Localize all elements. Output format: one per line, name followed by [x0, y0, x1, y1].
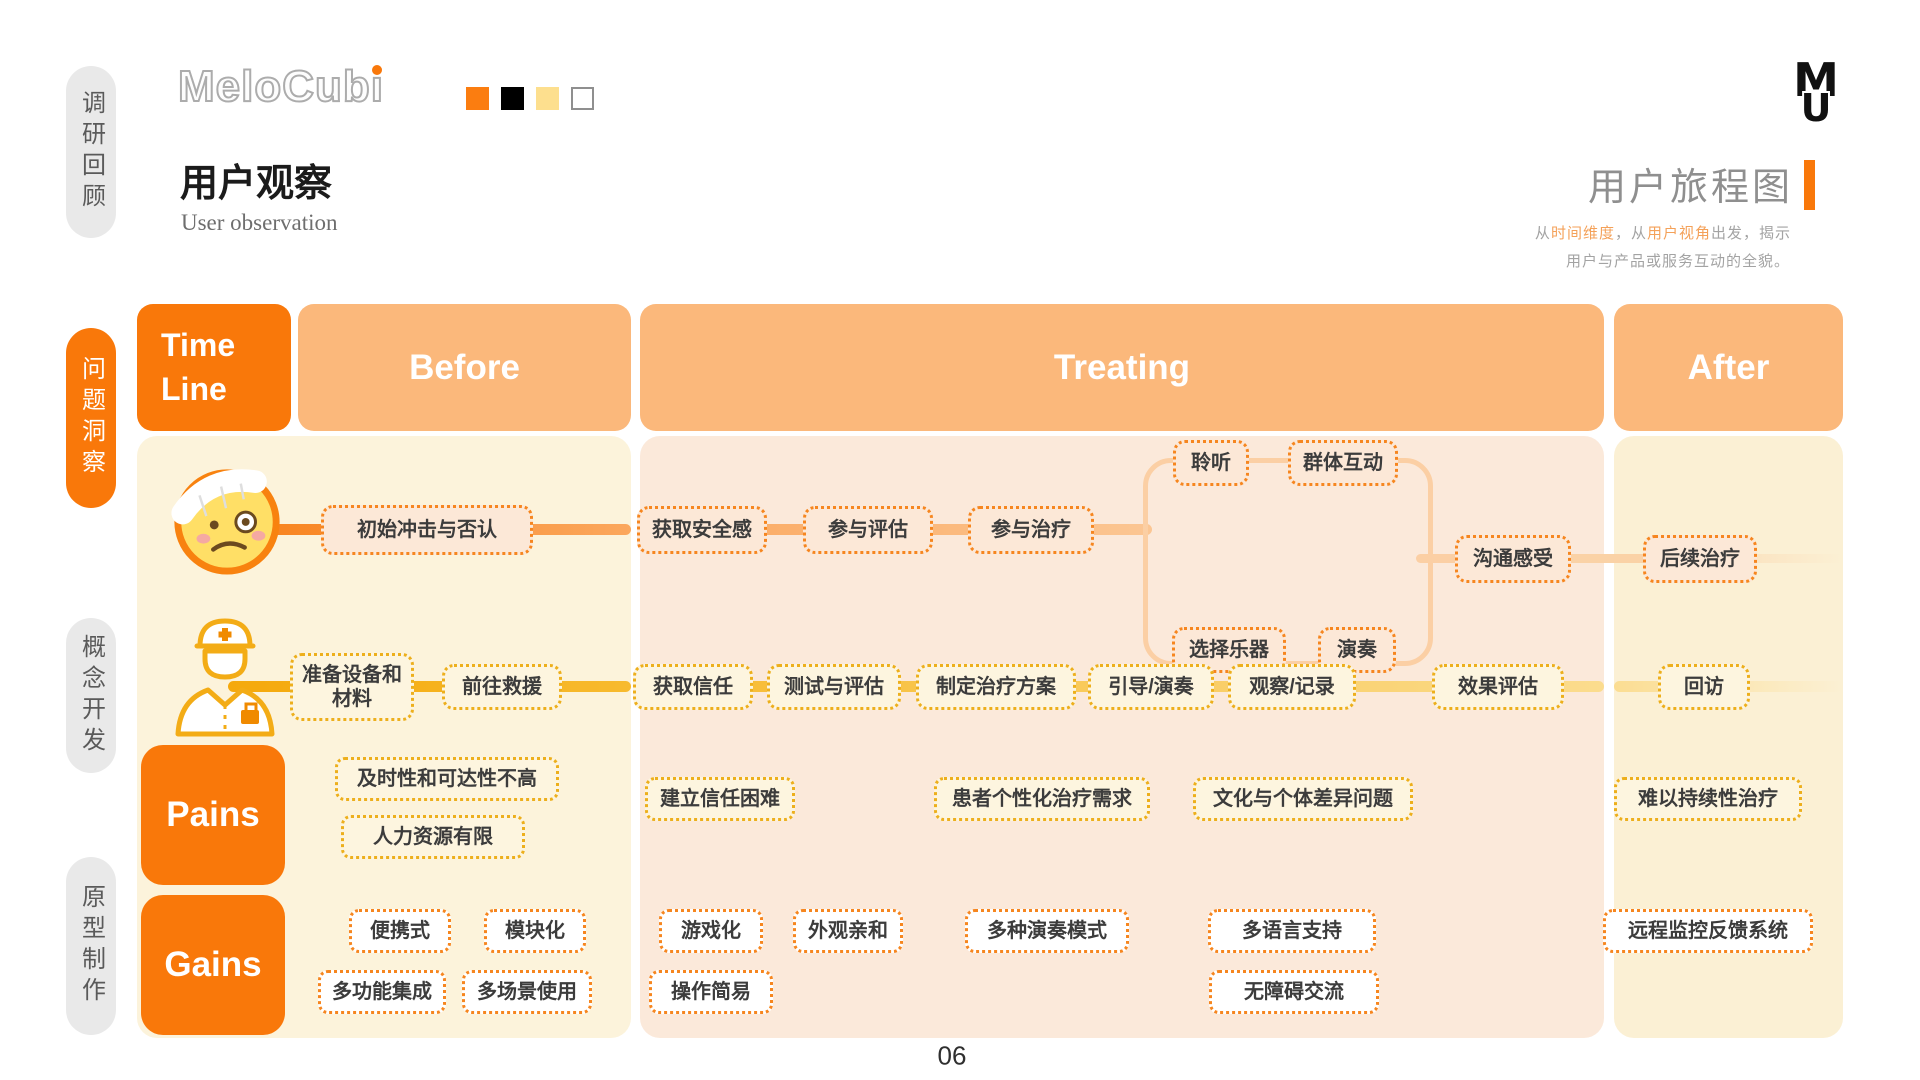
- gain-item: 多场景使用: [462, 970, 592, 1014]
- gain-item: 外观亲和: [793, 909, 903, 953]
- doctor-node: 回访: [1658, 664, 1750, 710]
- doctor-node: 效果评估: [1432, 664, 1564, 710]
- column-header-before: Before: [298, 304, 631, 431]
- gains-block: Gains: [141, 895, 285, 1035]
- column-header-timeline: Time Line: [137, 304, 291, 431]
- patient-node: 获取安全感: [637, 506, 767, 554]
- patient-journey-line: [1558, 554, 1658, 563]
- sidebar-item-prototype-making: 原型制作: [66, 857, 116, 1035]
- doctor-node: 准备设备和材料: [290, 653, 414, 721]
- column-header-after: After: [1614, 304, 1843, 431]
- gain-item: 多语言支持: [1208, 909, 1376, 953]
- palette-swatches: [466, 87, 594, 110]
- journey-map-desc-line2: 用户与产品或服务互动的全貌。: [1565, 253, 1790, 270]
- pain-item: 及时性和可达性不高: [335, 757, 559, 801]
- sidebar-item-research-review: 调研回顾: [66, 66, 116, 238]
- gain-item: 多种演奏模式: [965, 909, 1129, 953]
- patient-node: 参与治疗: [968, 506, 1094, 554]
- doctor-node: 制定治疗方案: [916, 664, 1076, 710]
- gain-item: 模块化: [484, 909, 586, 953]
- brand-logo: MeloCubı: [177, 61, 384, 112]
- doctor-node: 前往救援: [442, 664, 562, 710]
- journey-map-title: 用户旅程图: [1587, 167, 1793, 209]
- patient-journey-line: [1416, 554, 1468, 563]
- doctor-avatar-icon: [175, 618, 275, 737]
- sidebar-item-problem-insight: 问题洞察: [66, 328, 116, 508]
- pain-item: 人力资源有限: [341, 815, 525, 859]
- gain-item: 多功能集成: [318, 970, 446, 1014]
- page-number: 06: [937, 1040, 967, 1071]
- palette-swatch-orange: [466, 87, 489, 110]
- palette-swatch-white: [571, 87, 594, 110]
- doctor-node: 测试与评估: [767, 664, 901, 710]
- svg-text:U: U: [1801, 86, 1832, 124]
- doctor-node: 引导/演奏: [1088, 664, 1214, 710]
- patient-node: 聆听: [1173, 440, 1249, 486]
- pain-item: 建立信任困难: [645, 777, 795, 821]
- journey-map-desc-line1: 从时间维度，从用户视角出发，揭示: [1534, 225, 1791, 242]
- gain-item: 无障碍交流: [1209, 970, 1379, 1014]
- gain-item: 游戏化: [659, 909, 763, 953]
- gain-item: 远程监控反馈系统: [1603, 909, 1813, 953]
- column-header-treating: Treating: [640, 304, 1604, 431]
- brand-logo-dot: [371, 65, 382, 75]
- palette-swatch-black: [501, 87, 524, 110]
- pain-item: 难以持续性治疗: [1614, 777, 1802, 821]
- patient-avatar-icon: [171, 469, 280, 575]
- corner-monogram-icon: M U: [1793, 58, 1839, 124]
- pain-item: 患者个性化治疗需求: [934, 777, 1150, 821]
- brand-logo-text: MeloCub: [177, 61, 371, 112]
- pain-item: 文化与个体差异问题: [1193, 777, 1413, 821]
- patient-node: 初始冲击与否认: [321, 505, 533, 555]
- pains-block: Pains: [141, 745, 285, 885]
- gain-item: 便携式: [349, 909, 451, 953]
- page-title: 用户观察: [180, 163, 333, 205]
- patient-node: 群体互动: [1288, 440, 1398, 486]
- page-subtitle: User observation: [181, 210, 338, 235]
- sidebar-item-concept-development: 概念开发: [66, 618, 116, 773]
- gain-item: 操作简易: [649, 970, 773, 1014]
- doctor-node: 观察/记录: [1228, 664, 1356, 710]
- journey-map-title-bar: [1804, 160, 1815, 210]
- patient-node: 后续治疗: [1643, 535, 1757, 583]
- patient-node: 参与评估: [803, 506, 933, 554]
- svg-text:M: M: [1793, 58, 1839, 107]
- patient-node: 沟通感受: [1455, 535, 1571, 583]
- doctor-journey-line: [228, 681, 631, 692]
- doctor-node: 获取信任: [633, 664, 753, 710]
- brand-logo-i: ı: [370, 61, 384, 112]
- palette-swatch-yellow: [536, 87, 559, 110]
